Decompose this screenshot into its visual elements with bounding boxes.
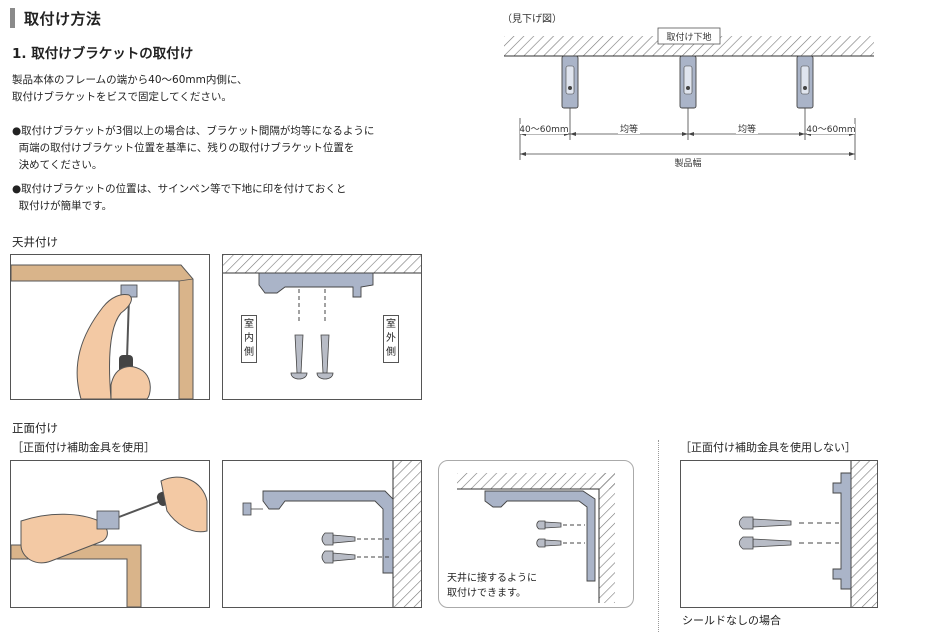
front-mount-heading: 正面付け bbox=[12, 421, 58, 435]
bracket-spacing-diagram: （見下げ図） 取付け下地 bbox=[500, 10, 880, 170]
bracket-profile bbox=[258, 272, 374, 298]
screwdriver-icon bbox=[118, 500, 162, 518]
mounting-base-hatch bbox=[504, 36, 874, 56]
screw-icon bbox=[738, 536, 792, 550]
outdoor-side-label: 室 外 側 bbox=[383, 315, 399, 363]
bracket-icon bbox=[96, 510, 120, 530]
screwdriver-icon bbox=[126, 296, 130, 360]
dim-right-label: 40～60mm bbox=[806, 125, 855, 135]
screw-icon bbox=[536, 538, 562, 548]
hand-icon bbox=[20, 513, 108, 564]
screw-icon bbox=[536, 520, 562, 530]
front-install-illustration bbox=[10, 460, 210, 608]
bullet-text-2: ●取付けブラケットの位置は、サインペン等で下地に印を付けておくと 取付けが簡単で… bbox=[12, 183, 347, 212]
dim-left-label: 40～60mm bbox=[519, 125, 568, 135]
front-bracket-diagram bbox=[222, 460, 422, 608]
ceiling-install-illustration bbox=[10, 254, 210, 400]
screw-icon bbox=[290, 334, 308, 380]
bracket-left bbox=[561, 55, 579, 109]
screw-icon bbox=[321, 550, 356, 564]
dim-total-label: 製品幅 bbox=[674, 157, 701, 169]
title-accent-bar bbox=[10, 8, 15, 28]
dim-mid2-label: 均等 bbox=[738, 123, 756, 135]
ceiling-contact-diagram: 天井に接するように 取付けできます。 bbox=[438, 460, 634, 608]
screw-icon bbox=[738, 516, 792, 530]
screw-icon bbox=[321, 532, 356, 546]
bullet-text-1: ●取付けブラケットが3個以上の場合は、ブラケット間隔が均等になるように 両端の取… bbox=[12, 125, 375, 171]
indoor-side-label: 室 内 側 bbox=[241, 315, 257, 363]
page-title: 取付け方法 bbox=[24, 10, 102, 28]
bracket-right bbox=[796, 55, 814, 109]
bracket-center bbox=[679, 55, 697, 109]
intro-text: 製品本体のフレームの端から40～60mm内側に、 取付けブラケットをビスで固定し… bbox=[12, 74, 248, 103]
screw-icon bbox=[316, 334, 334, 380]
section-divider bbox=[658, 440, 659, 632]
ceiling-mount-heading: 天井付け bbox=[12, 235, 58, 249]
no-shield-caption: シールドなしの場合 bbox=[682, 614, 781, 627]
hand-icon bbox=[76, 294, 132, 399]
ceiling-section-diagram: 室 内 側 室 外 側 bbox=[222, 254, 422, 400]
section-subtitle: 1. 取付けブラケットの取付け bbox=[12, 46, 194, 62]
mounting-base-label: 取付け下地 bbox=[666, 31, 711, 43]
bracket-profile bbox=[262, 490, 394, 574]
front-no-bracket-diagram bbox=[680, 460, 878, 608]
view-label: （見下げ図） bbox=[502, 13, 562, 25]
bracket-profile bbox=[832, 472, 852, 590]
ceiling-contact-note: 天井に接するように 取付けできます。 bbox=[447, 573, 537, 599]
bracket-profile bbox=[484, 490, 596, 582]
dim-mid1-label: 均等 bbox=[620, 123, 638, 135]
with-bracket-label: ［正面付け補助金具を使用］ bbox=[12, 441, 155, 454]
without-bracket-label: ［正面付け補助金具を使用しない］ bbox=[680, 441, 856, 454]
